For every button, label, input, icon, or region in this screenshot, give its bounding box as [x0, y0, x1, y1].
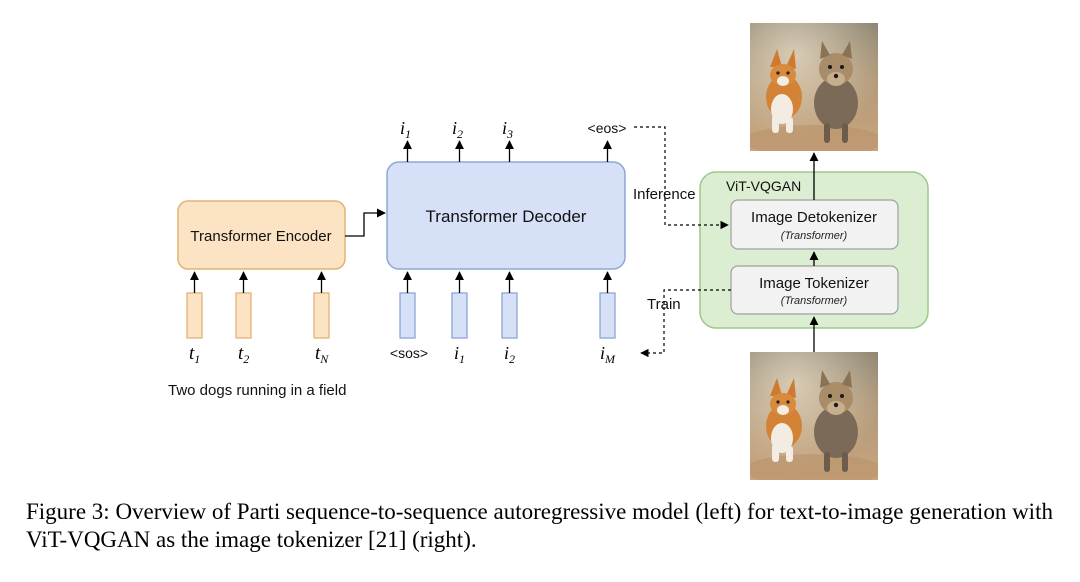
transformer-encoder-box: [177, 200, 346, 270]
decoder-token-sos: [399, 292, 416, 339]
decoder-output-label-1: i1: [400, 118, 411, 141]
encoder-token-1: [186, 292, 203, 339]
dog-photo-input: [750, 352, 878, 480]
encoder-token-2: [235, 292, 252, 339]
transformer-decoder-label: Transformer Decoder: [426, 207, 587, 226]
encoder-token-N: [313, 292, 330, 339]
image-detokenizer-subtitle: (Transformer): [781, 230, 848, 242]
encoder-input-label-1: t1: [189, 343, 200, 366]
image-detokenizer-title: Image Detokenizer: [751, 209, 877, 226]
decoder-token-M: [599, 292, 616, 339]
transformer-encoder-label: Transformer Encoder: [190, 228, 331, 245]
decoder-input-label-2: i2: [504, 343, 515, 366]
decoder-token-2: [501, 292, 518, 339]
sos-token-label: <sos>: [390, 345, 428, 361]
decoder-input-label-1: i1: [454, 343, 465, 366]
text-prompt: Two dogs running in a field: [168, 382, 346, 399]
train-label: Train: [647, 296, 681, 313]
decoder-input-label-M: iM: [600, 343, 616, 366]
vitvqgan-title: ViT-VQGAN: [726, 178, 801, 194]
encoder-to-decoder-arrow: [345, 208, 386, 237]
inference-label: Inference: [633, 186, 696, 203]
encoder-input-label-N: tN: [315, 343, 329, 366]
inference-flow-arrow: [634, 126, 729, 230]
train-flow-arrow: [640, 289, 731, 358]
decoder-output-label-3: i3: [502, 118, 513, 141]
figure-caption: Figure 3: Overview of Parti sequence-to-…: [26, 499, 1053, 552]
encoder-input-label-2: t2: [238, 343, 249, 366]
image-tokenizer-subtitle: (Transformer): [781, 295, 848, 307]
transformer-decoder-box: [386, 161, 626, 270]
decoder-output-label-2: i2: [452, 118, 463, 141]
dog-photo-output: [750, 23, 878, 151]
decoder-token-1: [451, 292, 468, 339]
image-tokenizer-title: Image Tokenizer: [759, 275, 869, 292]
eos-token-label: <eos>: [588, 120, 627, 136]
